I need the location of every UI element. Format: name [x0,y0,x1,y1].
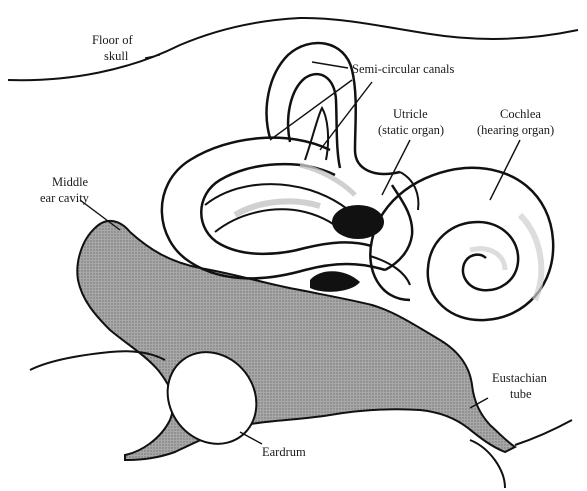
semicircular-canals-shape [162,43,419,278]
label-cochlea-line1: Cochlea [500,107,541,121]
leader-eardrum [240,432,262,444]
label-eardrum: Eardrum [262,445,306,459]
label-cochlea-line2: (hearing organ) [477,123,554,137]
label-utricle: Utricle (static organ) [378,107,444,137]
label-floor-of-skull: Floor of skull [92,33,136,63]
leader-utricle [382,140,410,195]
oval-window-shape [332,205,384,239]
leader-semicircular-1 [312,62,348,68]
tube-boundary-line [515,420,572,445]
label-semicircular-canals: Semi-circular canals [352,62,455,76]
label-floor-of-skull-line1: Floor of [92,33,133,47]
label-middle-ear-line1: Middle [52,175,89,189]
label-utricle-line1: Utricle [393,107,428,121]
middle-ear-cavity-shape [77,221,515,460]
label-floor-of-skull-line2: skull [104,49,129,63]
leader-semicircular-2 [270,80,352,140]
leader-semicircular-3 [320,82,372,150]
cochlea-shape [370,168,553,320]
label-eustachian-line2: tube [510,387,532,401]
label-middle-ear-cavity: Middle ear cavity [40,175,91,205]
label-eustachian-tube: Eustachian tube [492,371,550,401]
label-eustachian-line1: Eustachian [492,371,548,385]
label-utricle-line2: (static organ) [378,123,444,137]
label-cochlea: Cochlea (hearing organ) [477,107,554,137]
label-middle-ear-line2: ear cavity [40,191,90,205]
floor-of-skull-line [8,18,578,80]
round-window-shape [310,271,360,292]
